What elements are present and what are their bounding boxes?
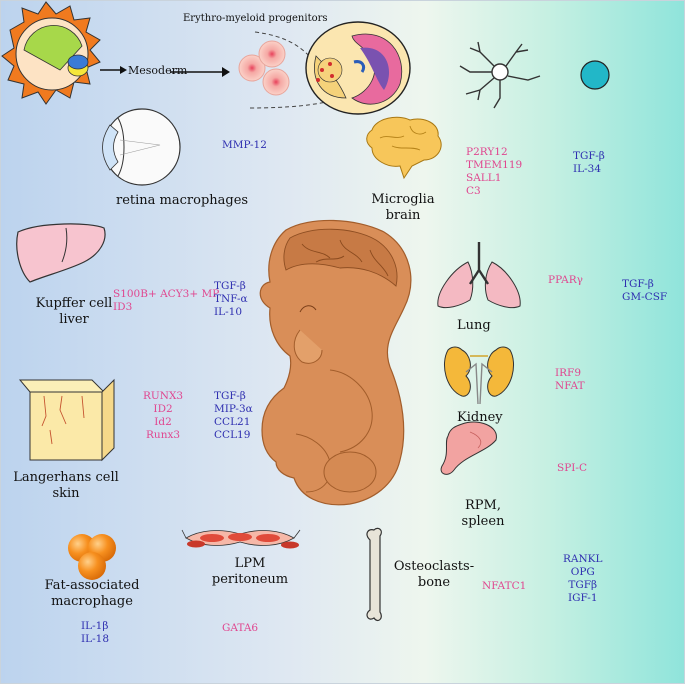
- brain-icon: [366, 116, 442, 180]
- langerhans-pink-marker: Runx3: [146, 429, 181, 442]
- kupffer-label: Kupffer cell liver: [24, 296, 124, 329]
- fetus-icon: [259, 219, 412, 506]
- osteoclast-label: Osteoclasts- bone: [388, 559, 480, 592]
- microglia-blue-marker: TGF-β: [573, 150, 605, 162]
- mesoderm-label: Mesoderm: [128, 64, 188, 77]
- langerhans-pink-marker: ID2: [153, 403, 173, 416]
- kidney-pink-marker: NFAT: [555, 380, 585, 393]
- lung-blue-marker: TGF-β: [622, 278, 654, 290]
- kupffer-blue-markers: TGF-β TNF-α IL-10: [214, 280, 248, 319]
- arrow-to-mesoderm: [100, 66, 127, 74]
- retina-marker: MMP-12: [222, 139, 267, 151]
- kidney-pink-markers: IRF9 NFAT: [555, 367, 585, 393]
- osteoclast-blue-marker: TGFβ: [568, 579, 598, 592]
- liver-icon: [16, 223, 106, 283]
- microglia-blue-markers: TGF-β IL-34: [573, 150, 605, 176]
- lpm-name-line1: LPM: [234, 556, 266, 571]
- arrow-to-progenitors: [170, 67, 230, 77]
- kidney-pink-marker: IRF9: [555, 367, 582, 379]
- cyan-cell-icon: [580, 60, 610, 90]
- lung-pink-marker: PPARγ: [548, 274, 583, 286]
- microglia-label: Microglia brain: [368, 192, 438, 225]
- microglia-pink-marker: TMEM119: [466, 159, 523, 172]
- fat-cells-icon: [68, 534, 116, 580]
- langerhans-pink-markers: RUNX3 ID2 Id2 Runx3: [143, 390, 183, 443]
- kidneys-icon: [444, 346, 514, 405]
- fat-blue-marker: IL-1β: [81, 620, 109, 632]
- rpm-name-line1: RPM,: [465, 498, 501, 513]
- lung-blue-marker: GM-CSF: [622, 291, 668, 304]
- eye-icon: [102, 108, 181, 186]
- fat-blue-marker: IL-18: [81, 633, 110, 646]
- kupffer-name-line1: Kupffer cell: [35, 296, 113, 311]
- osteoclast-blue-markers: RANKL OPG TGFβ IGF-1: [563, 553, 603, 606]
- lpm-pink-marker: GATA6: [222, 622, 259, 634]
- progenitors-label: Erythro-myeloid progenitors: [183, 13, 328, 24]
- osteoclast-blue-marker: RANKL: [563, 553, 603, 565]
- fat-label: Fat-associated macrophage: [32, 578, 152, 611]
- microglia-name-line2: brain: [385, 208, 421, 224]
- lung-blue-markers: TGF-β GM-CSF: [622, 278, 667, 304]
- lpm-label: LPM peritoneum: [200, 556, 300, 589]
- fat-name-line2: macrophage: [51, 594, 133, 610]
- microglia-pink-marker: SALL1: [466, 172, 502, 185]
- microglia-name-line1: Microglia: [371, 192, 435, 207]
- langerhans-pink-marker: RUNX3: [143, 390, 184, 402]
- kidney-label: Kidney: [457, 410, 503, 425]
- early-embryo-icon: [1, 1, 101, 105]
- kupffer-name-line2: liver: [59, 312, 89, 328]
- lungs-icon: [437, 242, 521, 309]
- langerhans-blue-marker: CCL21: [214, 416, 251, 429]
- osteoclast-name-line1: Osteoclasts-: [393, 559, 475, 574]
- retina-label: retina macrophages: [116, 193, 249, 208]
- kupffer-pink-marker: S100B+ ACY3+ MP: [113, 288, 220, 300]
- fat-blue-markers: IL-1β IL-18: [81, 620, 109, 646]
- langerhans-name-line2: skin: [52, 486, 80, 502]
- kupffer-blue-marker: TGF-β: [214, 280, 246, 292]
- rpm-name-line2: spleen: [461, 514, 505, 530]
- kupffer-pink-markers: S100B+ ACY3+ MP ID3: [113, 288, 219, 314]
- langerhans-blue-marker: TGF-β: [214, 390, 246, 402]
- yolk-sac-embryo-icon: [305, 21, 411, 115]
- rpm-pink-marker: SPI-C: [557, 462, 587, 474]
- peritoneum-cells-icon: [181, 529, 301, 549]
- langerhans-blue-markers: TGF-β MIP-3α CCL21 CCL19: [214, 390, 253, 443]
- osteoclast-blue-marker: OPG: [570, 566, 595, 579]
- kupffer-blue-marker: TNF-α: [214, 293, 248, 306]
- kupffer-blue-marker: IL-10: [214, 306, 243, 319]
- langerhans-name-line1: Langerhans cell: [13, 470, 119, 485]
- fat-name-line1: Fat-associated: [44, 578, 140, 593]
- microglia-cell-icon: [459, 41, 541, 109]
- langerhans-blue-marker: CCL19: [214, 429, 251, 442]
- osteoclast-pink-marker: NFATC1: [482, 580, 527, 592]
- lung-label: Lung: [457, 318, 491, 333]
- bone-icon: [366, 527, 382, 622]
- microglia-pink-markers: P2RY12 TMEM119 SALL1 C3: [466, 146, 522, 199]
- langerhans-blue-marker: MIP-3α: [214, 403, 253, 416]
- spleen-icon: [440, 421, 497, 475]
- kupffer-pink-marker: ID3: [113, 301, 133, 314]
- langerhans-pink-marker: Id2: [154, 416, 172, 429]
- microglia-pink-marker: P2RY12: [466, 146, 508, 158]
- microglia-pink-marker: C3: [466, 185, 481, 198]
- microglia-blue-marker: IL-34: [573, 163, 602, 176]
- progenitor-cells-icon: [238, 40, 290, 96]
- osteoclast-blue-marker: IGF-1: [567, 592, 598, 605]
- rpm-label: RPM, spleen: [452, 498, 514, 531]
- skin-cube-icon: [18, 378, 115, 462]
- lpm-name-line2: peritoneum: [211, 572, 289, 588]
- osteoclast-name-line2: bone: [417, 575, 451, 591]
- langerhans-label: Langerhans cell skin: [6, 470, 126, 503]
